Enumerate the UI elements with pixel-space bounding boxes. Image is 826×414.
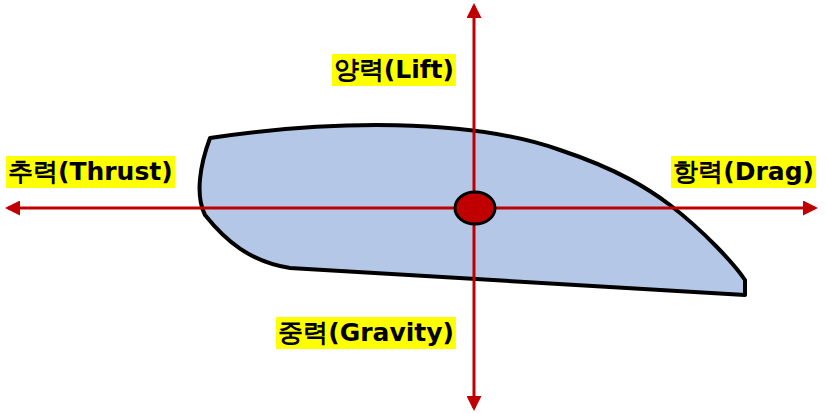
force-label: 양력(Lift) [332, 54, 456, 86]
force-label: 중력(Gravity) [276, 317, 456, 349]
center-of-gravity-dot [455, 192, 495, 224]
force-label: 추력(Thrust) [6, 156, 175, 188]
horizontal-force-arrow [8, 207, 815, 210]
force-label: 항력(Drag) [671, 156, 816, 188]
airfoil [200, 125, 745, 295]
